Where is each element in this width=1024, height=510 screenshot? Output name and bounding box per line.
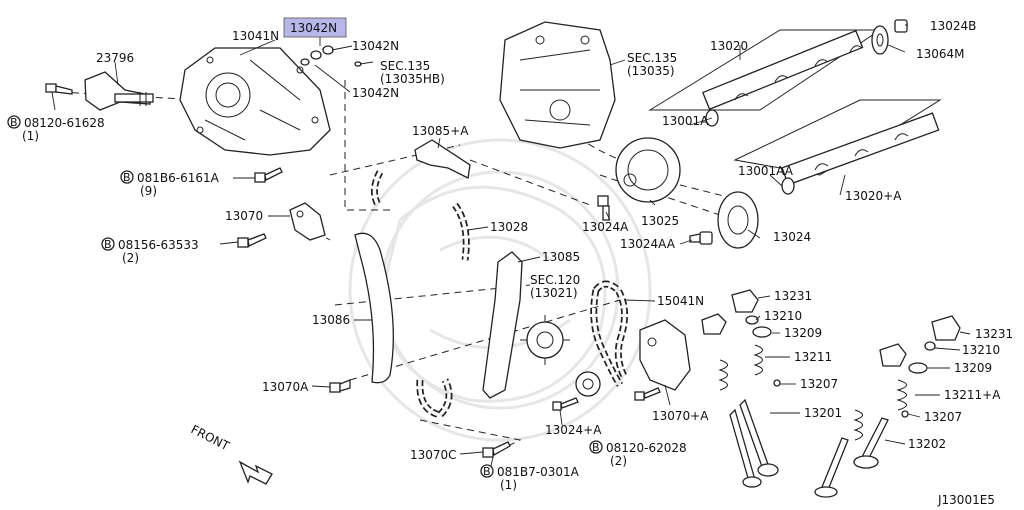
label-sec135-a-sub: (13035HB) [380, 72, 445, 86]
circled-b-1: B [10, 116, 18, 129]
label-13020a[interactable]: 13020+A [845, 189, 902, 203]
label-13042n-selected[interactable]: 13042N [290, 21, 337, 35]
bolt-13024b[interactable] [894, 19, 908, 33]
label-13070c[interactable]: 13070C [410, 448, 457, 462]
label-08120-61628[interactable]: 08120-61628 [24, 116, 105, 130]
label-13070[interactable]: 13070 [225, 209, 263, 223]
label-13210-a[interactable]: 13210 [764, 309, 802, 323]
bolt-08120-62028[interactable] [634, 387, 661, 401]
front-label: FRONT [189, 422, 232, 453]
chain-guide-13085[interactable] [482, 251, 523, 399]
label-13001a[interactable]: 13001A [662, 114, 709, 128]
tensioner-13070[interactable] [289, 202, 326, 241]
label-13085a[interactable]: 13085+A [412, 124, 469, 138]
slack-guide-13086[interactable] [354, 232, 394, 384]
actuator-23796[interactable] [84, 71, 154, 111]
label-13024-plus-a[interactable]: 13024+A [545, 423, 602, 437]
label-13041n[interactable]: 13041N [232, 29, 279, 43]
front-cover-13041n[interactable] [179, 47, 331, 156]
label-15041n[interactable]: 15041N [657, 294, 704, 308]
label-13211a[interactable]: 13211+A [944, 388, 1001, 402]
camshaft-13020a[interactable] [733, 99, 942, 195]
label-13231-b[interactable]: 13231 [975, 327, 1013, 341]
label-sec135-a[interactable]: SEC.135 [380, 59, 430, 73]
label-13020[interactable]: 13020 [710, 39, 748, 53]
label-13202[interactable]: 13202 [908, 437, 946, 451]
label-13024b[interactable]: 13024B [930, 19, 976, 33]
label-13024[interactable]: 13024 [773, 230, 811, 244]
part-labels: 13042N 13041N 13042N 23796 SEC.135 (1303… [7, 19, 1013, 507]
bolt-13024aa[interactable] [689, 231, 713, 245]
label-13201[interactable]: 13201 [804, 406, 842, 420]
label-sec120-sub: (13021) [530, 286, 578, 300]
circled-b-5: B [483, 465, 491, 478]
valve-train-exhaust[interactable] [814, 315, 961, 498]
circled-b-2: B [123, 171, 131, 184]
bolt-08156-63533[interactable] [237, 233, 267, 248]
label-sec120[interactable]: SEC.120 [530, 273, 580, 287]
timing-chain-15041n[interactable] [590, 280, 629, 387]
vtc-sprocket-13025[interactable] [615, 137, 681, 203]
label-081b7-0301a[interactable]: 081B7-0301A [497, 465, 580, 479]
circled-b-4: B [592, 441, 600, 454]
sprocket-13064m[interactable] [871, 25, 889, 55]
timing-chain-13028[interactable] [371, 170, 470, 419]
o-rings-13042n[interactable] [300, 45, 362, 67]
label-08156-qty: (2) [122, 251, 139, 265]
label-081b6-qty: (9) [140, 184, 157, 198]
pivot-bolt-13070a[interactable] [329, 379, 351, 393]
label-23796[interactable]: 23796 [96, 51, 134, 65]
label-sec135-b-sub: (13035) [627, 64, 675, 78]
label-08120-61628-qty: (1) [22, 129, 39, 143]
sprocket-13024[interactable] [717, 191, 759, 249]
cylinder-head-sec135 [499, 21, 616, 149]
tensioner-13070a-plus[interactable] [639, 319, 691, 391]
bolt-08120-61628[interactable] [45, 83, 73, 95]
label-13064m[interactable]: 13064M [916, 47, 965, 61]
bolt-13070c[interactable] [482, 441, 511, 458]
oil-pump-sprocket [575, 371, 601, 397]
label-13210-b[interactable]: 13210 [962, 343, 1000, 357]
label-08120-62028[interactable]: 08120-62028 [606, 441, 687, 455]
label-13086[interactable]: 13086 [312, 313, 350, 327]
front-direction-arrow: FRONT [189, 422, 273, 485]
label-13024aa[interactable]: 13024AA [620, 237, 676, 251]
label-sec135-b[interactable]: SEC.135 [627, 51, 677, 65]
label-08120-62028-qty: (2) [610, 454, 627, 468]
label-13231-a[interactable]: 13231 [774, 289, 812, 303]
diagram-code: J13001E5 [937, 493, 995, 507]
valve-train-intake[interactable] [701, 289, 781, 488]
crank-sprocket-sec120 [520, 315, 570, 365]
label-08156-63533[interactable]: 08156-63533 [118, 238, 199, 252]
bolt-13024a-lower[interactable] [552, 397, 579, 411]
label-13028[interactable]: 13028 [490, 220, 528, 234]
label-13085[interactable]: 13085 [542, 250, 580, 264]
circled-b-3: B [104, 238, 112, 251]
label-13042n-a[interactable]: 13042N [352, 39, 399, 53]
label-13070a[interactable]: 13070A [262, 380, 309, 394]
camshaft-13020[interactable] [648, 29, 882, 127]
label-13001aa[interactable]: 13001AA [738, 164, 794, 178]
label-13211[interactable]: 13211 [794, 350, 832, 364]
bolt-13024a-mid[interactable] [597, 195, 610, 221]
label-13025[interactable]: 13025 [641, 214, 679, 228]
label-081b7-qty: (1) [500, 478, 517, 492]
leader-lines [51, 24, 971, 471]
label-13207-b[interactable]: 13207 [924, 410, 962, 424]
label-13070-plus-a[interactable]: 13070+A [652, 409, 709, 423]
label-13209-a[interactable]: 13209 [784, 326, 822, 340]
label-081b6-6161a[interactable]: 081B6-6161A [137, 171, 220, 185]
label-13024a-mid[interactable]: 13024A [582, 220, 629, 234]
label-13209-b[interactable]: 13209 [954, 361, 992, 375]
bolt-081b6-6161a[interactable] [254, 167, 283, 183]
highlight-box-13042n [283, 17, 347, 38]
label-13042n-b[interactable]: 13042N [352, 86, 399, 100]
label-13207-a[interactable]: 13207 [800, 377, 838, 391]
